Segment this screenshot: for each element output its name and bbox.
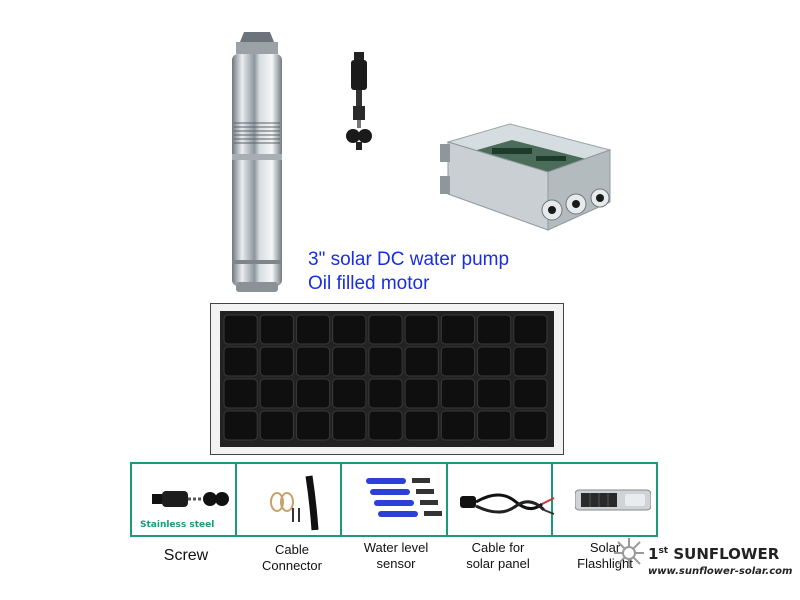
cable-connector-image [270,475,319,531]
solar-cell [259,314,294,345]
watermark-url: www.sunflower-solar.com [648,566,793,577]
label-cable-connector-line2: Connector [262,558,322,573]
solar-cell [513,314,548,345]
solar-cell [368,410,403,441]
solar-cell [440,410,476,441]
accessory-cell-cable-connector [237,464,343,535]
water-level-sensor-image [366,478,443,517]
watermark-brand-prefix: 1 [648,545,659,563]
solar-cell [477,314,512,345]
label-solar-flashlight-line2: Flashlight [577,556,633,571]
solar-cell [295,346,331,377]
solar-cell [223,346,258,377]
watermark-brand: 1st SUNFLOWER [648,545,779,563]
solar-cell [295,314,331,345]
solar-cell [477,378,512,409]
solar-cell [368,346,403,377]
solar-cell [368,378,403,409]
solar-cell [259,410,294,441]
submersible-pump-image [232,32,282,292]
label-solar-flashlight: Solar Flashlight [545,540,665,572]
accessory-cell-screw: Stainless steel [132,464,238,535]
label-screw-text: Screw [163,547,209,564]
solar-cell [513,378,548,409]
solar-cell [223,314,258,345]
controller-box-image [440,123,612,231]
solar-cell [332,410,367,441]
screw-image [152,491,229,507]
solar-cell [259,346,294,377]
solar-cell [440,314,476,345]
label-cable-solar-panel-line2: solar panel [466,556,530,571]
label-water-level-sensor: Water level sensor [336,540,456,572]
sunflower-logo-icon [614,538,644,568]
solar-cell [223,410,258,441]
label-cable-solar-panel: Cable for solar panel [438,540,558,572]
solar-cell [513,346,548,377]
accessory-cell-cable-solar-panel [448,464,555,535]
solar-cell [295,378,331,409]
solar-cell [477,410,512,441]
solar-cell [440,346,476,377]
solar-cell [223,378,258,409]
solar-cell [404,410,439,441]
solar-cell [404,346,439,377]
cable-plug-image [346,52,372,150]
solar-cell [259,378,294,409]
solar-panel-image [210,303,564,455]
solar-cell [368,314,403,345]
watermark-brand-superscript: st [658,546,669,556]
solar-cell [477,346,512,377]
label-cable-solar-panel-line1: Cable for [471,540,525,555]
solar-cell [440,378,476,409]
solar-cell [513,410,548,441]
label-cable-connector-line1: Cable [275,542,309,557]
label-screw: Screw [126,548,246,564]
label-water-level-sensor-line2: sensor [376,556,416,571]
product-caption-line2: Oil filled motor [308,273,430,294]
watermark-brand-name: SUNFLOWER [673,545,780,563]
product-caption-line1: 3" solar DC water pump [308,249,510,270]
solar-cable-image [459,493,555,515]
accessories-table: Stainless steel [130,462,658,537]
solar-cell [295,410,331,441]
solar-cell [404,314,439,345]
accessory-cell-solar-flashlight [553,464,656,535]
solar-cell [332,346,367,377]
label-water-level-sensor-line1: Water level [363,540,429,555]
solar-flashlight-image [574,489,651,511]
label-cable-connector: Cable Connector [232,542,352,574]
solar-cell [332,378,367,409]
solar-cell [332,314,367,345]
label-solar-flashlight-line1: Solar [589,540,621,555]
stainless-steel-label: Stainless steel [140,520,215,530]
accessory-cell-water-level-sensor [342,464,448,535]
solar-cell [404,378,439,409]
